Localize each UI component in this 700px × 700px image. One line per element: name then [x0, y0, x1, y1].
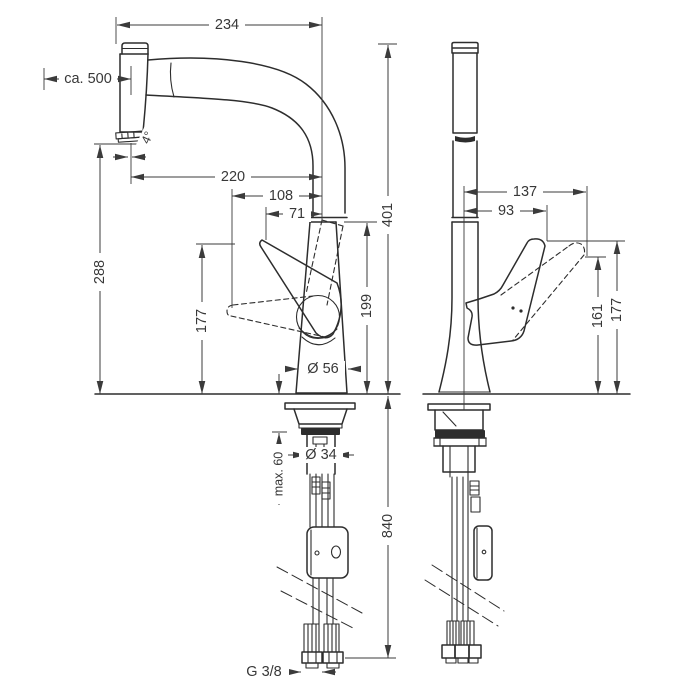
- handle-side-dashed: [226, 219, 344, 338]
- front-undercounter: [424, 403, 505, 664]
- break-lines-front: [424, 564, 505, 627]
- dim-label-ca500: ca. 500: [64, 71, 112, 87]
- dim-label-dia34: Ø 34: [305, 447, 336, 463]
- dim-label-137: 137: [513, 184, 537, 200]
- dim-label-220: 220: [221, 169, 245, 185]
- dim-label-161: 161: [590, 304, 606, 328]
- hose-weight-front: [473, 525, 493, 581]
- dim-label-177-side: 177: [194, 309, 210, 333]
- dim-label-234: 234: [215, 17, 239, 33]
- dim-label-840: 840: [380, 514, 396, 538]
- spout: [145, 57, 348, 223]
- dim-label-288: 288: [92, 260, 108, 284]
- dim-label-93: 93: [498, 203, 514, 219]
- dim-label-401: 401: [380, 203, 396, 227]
- hose-weight: [306, 526, 349, 579]
- dim-label-108: 108: [269, 188, 293, 204]
- dim-label-177-front: 177: [609, 298, 625, 322]
- handle-front-dashed: [500, 242, 586, 341]
- side-undercounter: [276, 402, 363, 669]
- dimension-labels: 234 ca. 500 4° 220 108 71 401 288 177 19…: [59, 17, 625, 680]
- front-pipe: [438, 41, 491, 393]
- side-view: [94, 42, 401, 669]
- dim-label-199: 199: [359, 294, 375, 318]
- break-lines: [276, 566, 363, 629]
- dim-label-max60: max. 60: [271, 452, 285, 497]
- dim-label-71: 71: [289, 206, 305, 222]
- dim-label-dia56: Ø 56: [307, 361, 338, 377]
- dim-label-4deg: 4°: [138, 129, 156, 146]
- handle-side-solid: [258, 239, 342, 339]
- front-view: [422, 41, 631, 664]
- dim-label-g38: G 3/8: [246, 664, 281, 680]
- handle-front-solid: [465, 238, 546, 346]
- dimension-lines: [43, 17, 625, 676]
- pullout-spray-head: [115, 42, 149, 143]
